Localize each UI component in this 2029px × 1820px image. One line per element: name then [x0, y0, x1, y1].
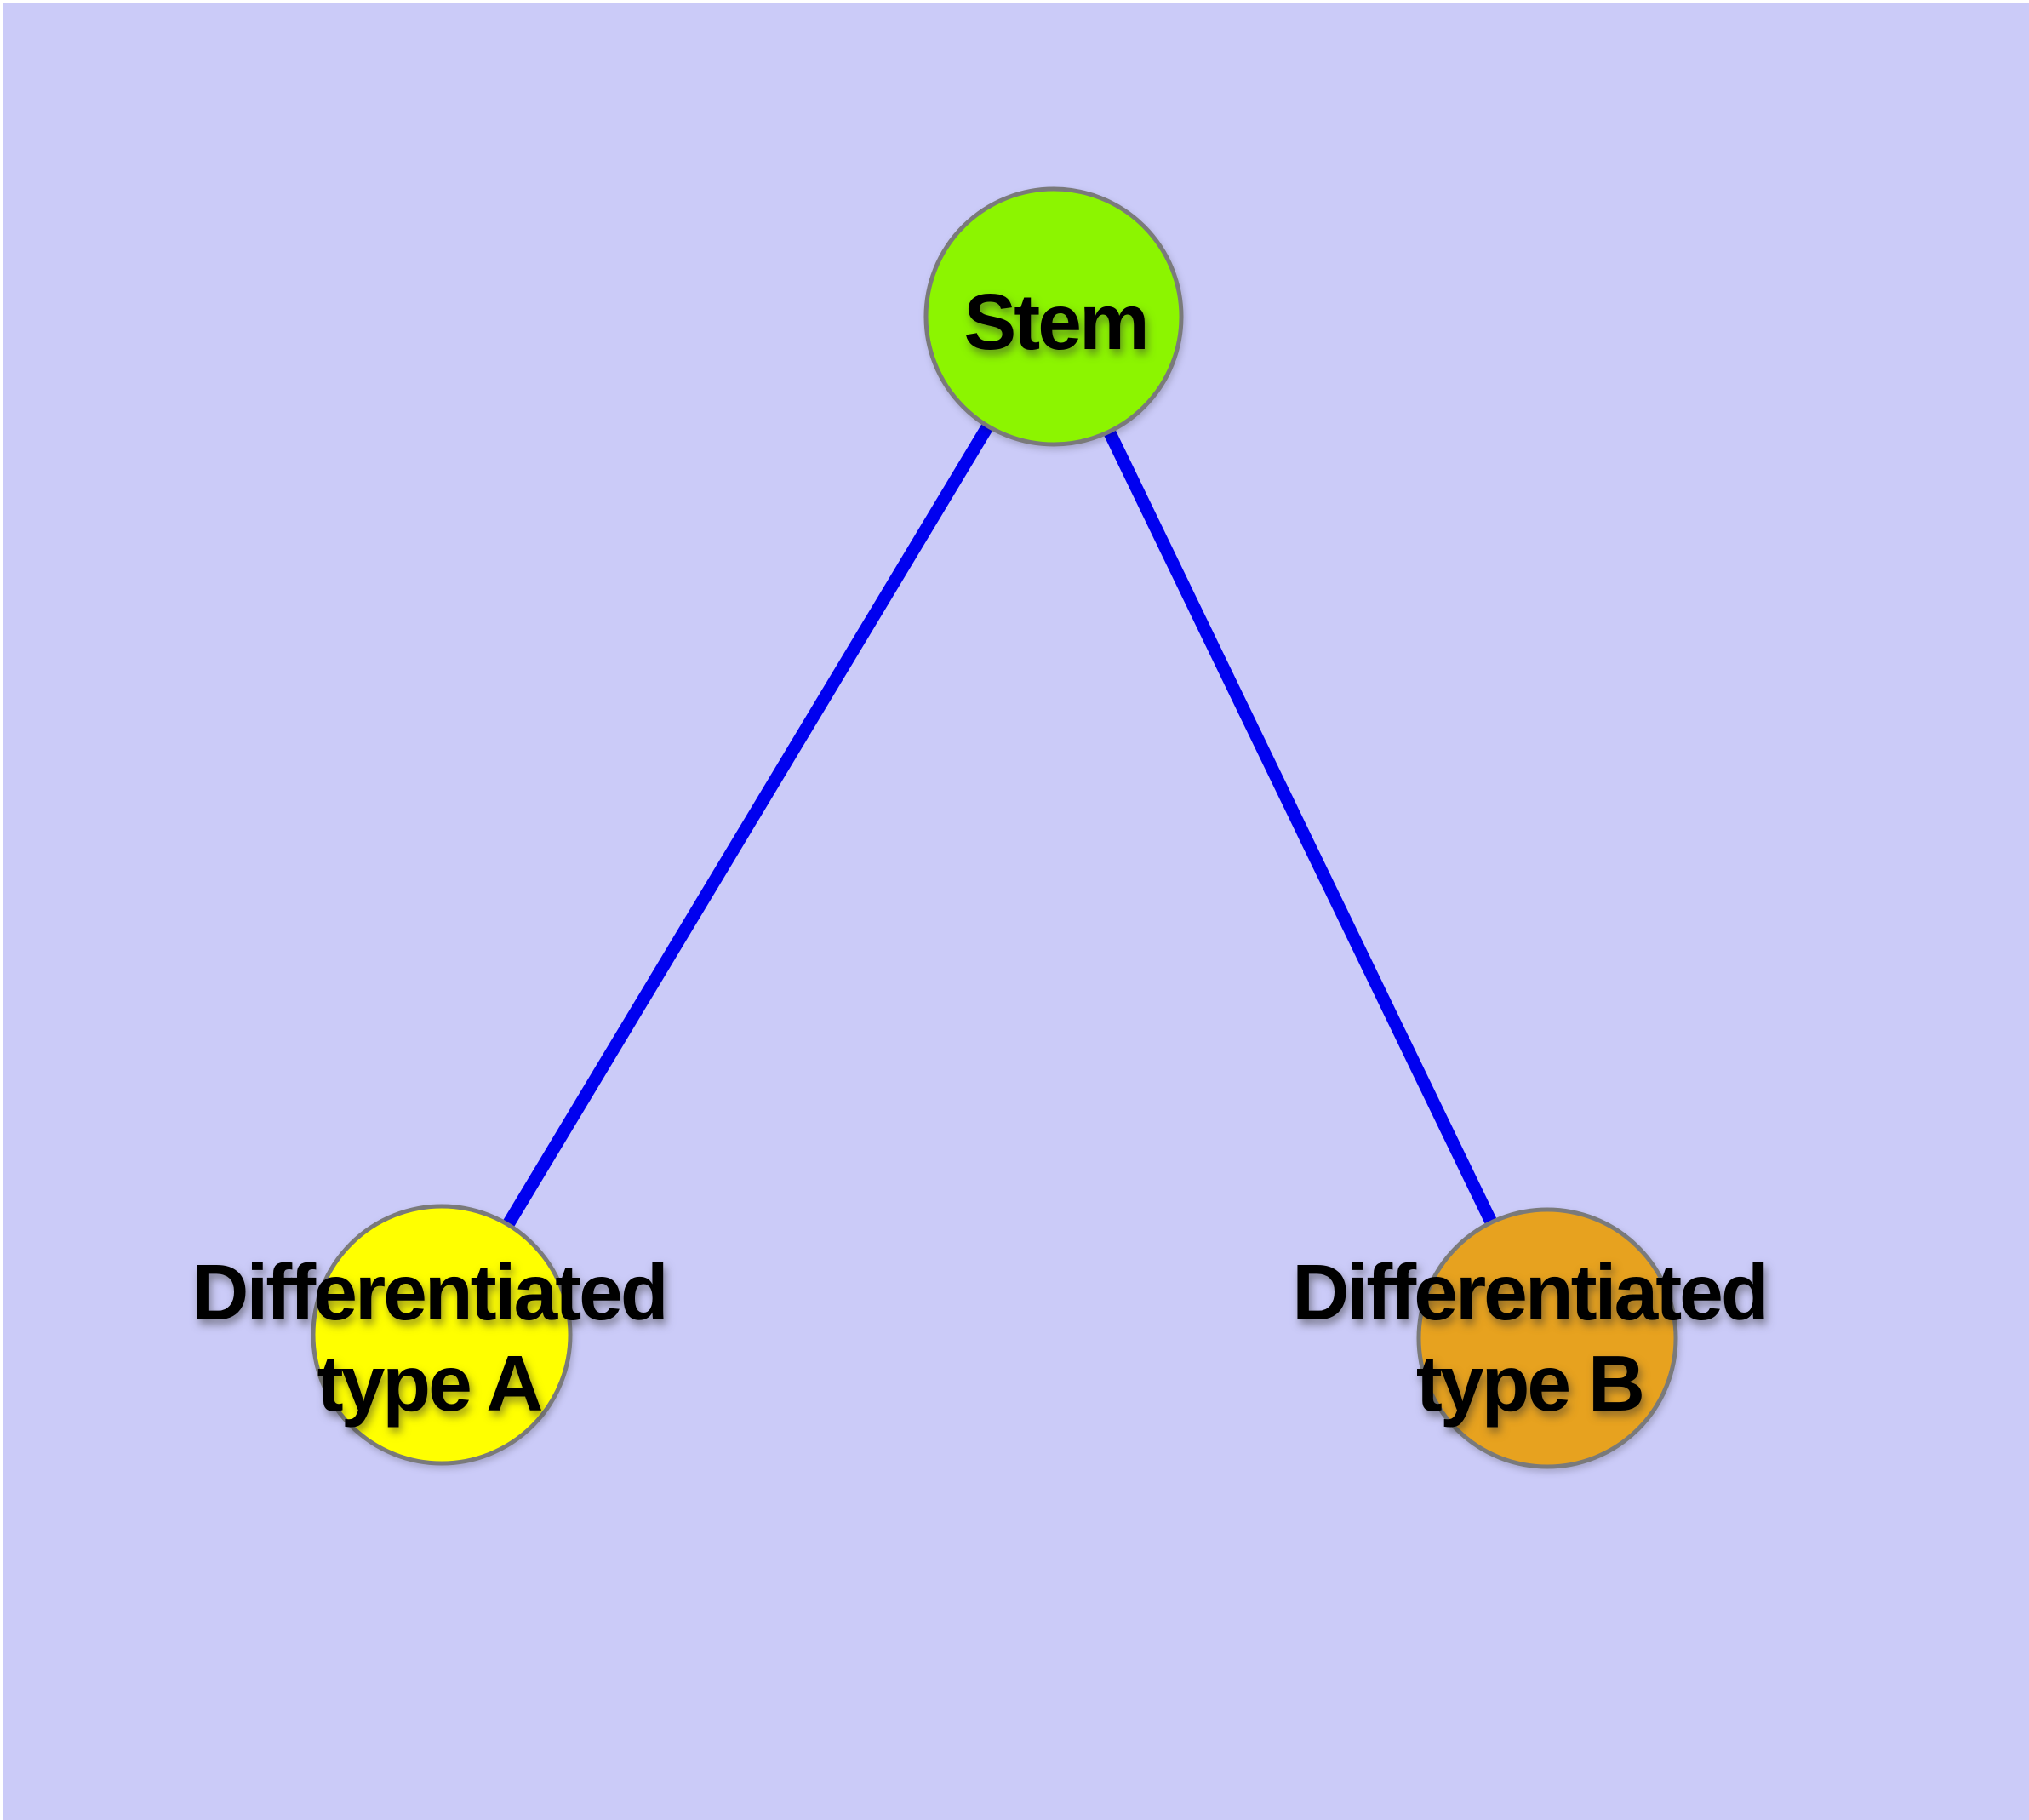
edge-stem-to-type-b	[1048, 313, 1553, 1342]
node-differentiated-type-b	[1416, 1207, 1678, 1469]
node-differentiated-type-a	[311, 1204, 573, 1466]
node-type-a-label-line1: Differentiated	[191, 1248, 666, 1336]
node-type-b-label-line1: Differentiated	[1292, 1248, 1766, 1336]
node-stem	[923, 186, 1184, 447]
node-stem-label: Stem	[963, 278, 1146, 366]
node-type-a-label-line2: type A	[317, 1339, 542, 1428]
edge-stem-to-type-a	[436, 313, 1060, 1338]
node-type-b-label-line2: type B	[1416, 1339, 1643, 1428]
